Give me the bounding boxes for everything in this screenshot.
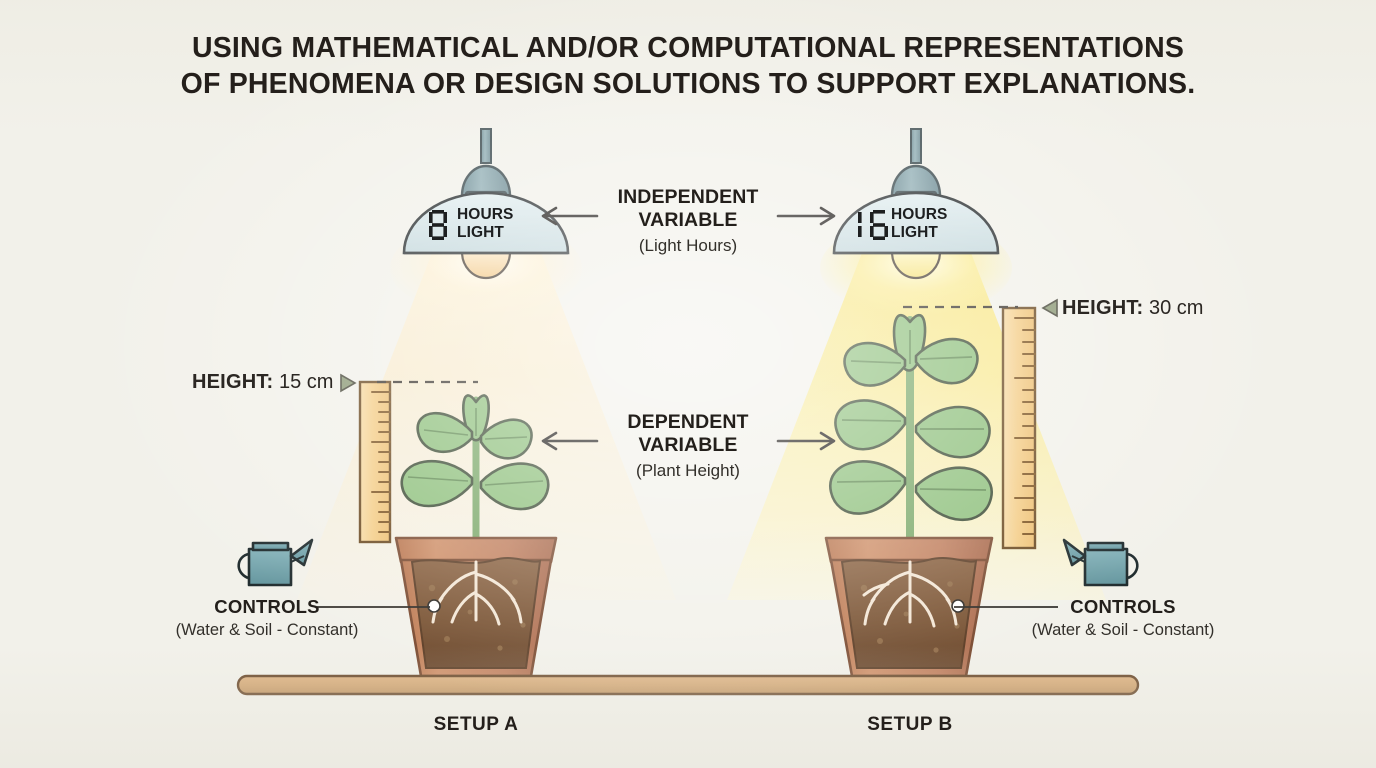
lamp-b-digit-display — [858, 210, 888, 240]
dependent-variable-subtitle: (Plant Height) — [636, 461, 740, 480]
title-line-2: OF PHENOMENA OR DESIGN SOLUTIONS TO SUPP… — [180, 68, 1196, 100]
seven-segment-digit — [858, 212, 862, 237]
pot-setup-a — [394, 536, 558, 678]
arrow-dependent-right — [776, 431, 836, 451]
independent-variable-heading-2: VARIABLE — [638, 209, 738, 231]
controls-a-heading: CONTROLS — [214, 596, 320, 617]
height-label-setup-a: HEIGHT: 15 cm — [192, 371, 333, 394]
lamp-b-label: HOURS LIGHT — [891, 206, 947, 241]
controls-a-subtitle: (Water & Soil - Constant) — [175, 621, 359, 639]
shelf — [236, 674, 1140, 696]
independent-variable-heading-1: INDEPENDENT — [617, 186, 759, 208]
dependent-variable-label: DEPENDENT VARIABLE (Plant Height) — [608, 411, 768, 482]
controls-dot-a — [427, 599, 441, 613]
dependent-variable-heading-2: VARIABLE — [638, 434, 738, 456]
controls-b-subtitle: (Water & Soil - Constant) — [1031, 621, 1215, 639]
watering-can-icon-a — [237, 538, 314, 587]
height-label-setup-b: HEIGHT: 30 cm — [1062, 297, 1203, 320]
watering-can-icon-b — [1062, 538, 1139, 587]
height-value-b: 30 cm — [1148, 297, 1204, 319]
lamp-setup-a — [402, 128, 570, 280]
height-guide-b — [903, 298, 1058, 318]
height-label-a-prefix: HEIGHT: — [192, 371, 274, 393]
lamp-b-line-1: HOURS — [891, 206, 948, 223]
arrow-independent-right — [776, 206, 836, 226]
dependent-variable-heading-1: DEPENDENT — [627, 411, 749, 433]
controls-b-heading: CONTROLS — [1070, 596, 1176, 617]
arrow-independent-left — [541, 206, 599, 226]
setup-a-name: SETUP A — [433, 714, 519, 735]
height-label-b-prefix: HEIGHT: — [1062, 297, 1144, 319]
height-value-a: 15 cm — [278, 371, 334, 393]
controls-label-setup-a: CONTROLS (Water & Soil - Constant) — [158, 596, 376, 641]
seven-segment-digit — [870, 210, 888, 240]
controls-label-setup-b: CONTROLS (Water & Soil - Constant) — [1014, 596, 1232, 641]
title-line-1: USING MATHEMATICAL AND/OR COMPUTATIONAL … — [191, 32, 1185, 64]
setup-b-name: SETUP B — [867, 714, 953, 735]
independent-variable-label: INDEPENDENT VARIABLE (Light Hours) — [608, 186, 768, 257]
lamp-a-line-2: LIGHT — [457, 223, 504, 241]
controls-dot-b — [951, 599, 965, 613]
independent-variable-subtitle: (Light Hours) — [638, 236, 738, 255]
arrow-dependent-left — [541, 431, 599, 451]
lamp-a-label: HOURS LIGHT — [457, 206, 513, 241]
lamp-a-digit-display — [429, 210, 447, 240]
height-guide-a — [340, 373, 478, 393]
ruler-setup-b — [1001, 306, 1037, 550]
lamp-a-line-1: HOURS — [457, 206, 514, 223]
lamp-b-line-2: LIGHT — [891, 223, 938, 241]
plant-setup-b — [829, 313, 993, 556]
plant-setup-a — [400, 394, 550, 549]
seven-segment-digit — [429, 210, 447, 240]
pot-setup-b — [824, 536, 994, 678]
ruler-setup-a — [358, 380, 392, 544]
page-title: USING MATHEMATICAL AND/OR COMPUTATIONAL … — [0, 30, 1376, 102]
